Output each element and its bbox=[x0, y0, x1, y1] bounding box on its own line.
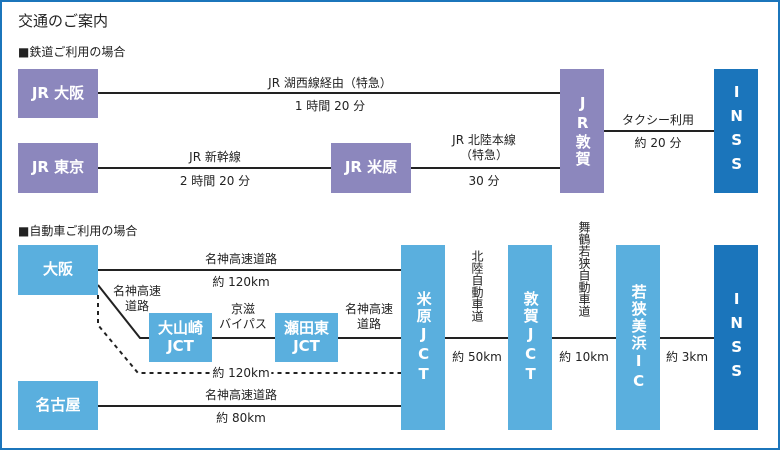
maibara-time-label: 30 分 bbox=[468, 174, 500, 188]
final-dist-label: 約 3km bbox=[665, 350, 709, 364]
hokuriku-label: 北陸自動車道 bbox=[470, 250, 484, 322]
maizuru-label: 舞鶴若狭自動車道 bbox=[577, 221, 591, 317]
setahigashi-jct-box: 瀬田東 JCT bbox=[275, 313, 338, 362]
taxi-time-label: 約 20 分 bbox=[634, 136, 682, 150]
inss-car-box: INSS bbox=[714, 245, 758, 430]
tsuruga-jct-box: 敦賀JCT bbox=[508, 245, 552, 430]
keiji-bypass-label: 京滋 バイパス bbox=[219, 302, 267, 331]
meishin-label: 名神高速道路 bbox=[204, 252, 278, 266]
jr-osaka-box: JR 大阪 bbox=[18, 69, 98, 118]
jr-tokyo-box: JR 東京 bbox=[18, 143, 98, 193]
maibara-jct-box: 米原JCT bbox=[401, 245, 445, 430]
page-title: 交通のご案内 bbox=[18, 12, 109, 30]
hokuriku-dist-label: 約 50km bbox=[452, 350, 502, 364]
meishin-short2-label: 名神高速 道路 bbox=[344, 302, 394, 331]
rail-heading: ■鉄道ご利用の場合 bbox=[18, 45, 126, 59]
nagoya-dist-label: 約 80km bbox=[216, 411, 266, 425]
alt-dist-label: 約 120km bbox=[210, 366, 272, 381]
meishin-short-label: 名神高速 道路 bbox=[112, 284, 162, 313]
tokyo-time-label: 2 時間 20 分 bbox=[179, 174, 251, 188]
car-heading: ■自動車ご利用の場合 bbox=[18, 224, 138, 238]
mihama-ic-box: 若狭美浜IC bbox=[616, 245, 660, 430]
nagoya-road-label: 名神高速道路 bbox=[204, 388, 278, 402]
jr-maibara-box: JR 米原 bbox=[331, 143, 411, 193]
nagoya-box: 名古屋 bbox=[18, 381, 98, 430]
osaka-dist-label: 約 120km bbox=[212, 275, 270, 289]
maizuru-dist-label: 約 10km bbox=[559, 350, 609, 364]
osaka-route-label: JR 湖西線経由（特急） bbox=[268, 76, 392, 90]
osaka-time-label: 1 時間 20 分 bbox=[294, 99, 366, 113]
taxi-label: タクシー利用 bbox=[621, 113, 695, 127]
maibara-route-label: JR 北陸本線 （特急） bbox=[452, 133, 516, 162]
inss-rail-box: INSS bbox=[714, 69, 758, 193]
osaka-box: 大阪 bbox=[18, 245, 98, 295]
oyamazaki-jct-box: 大山崎 JCT bbox=[149, 313, 212, 362]
jr-tsuruga-box: JR敦賀 bbox=[560, 69, 604, 193]
tokyo-route-label: JR 新幹線 bbox=[189, 150, 241, 164]
